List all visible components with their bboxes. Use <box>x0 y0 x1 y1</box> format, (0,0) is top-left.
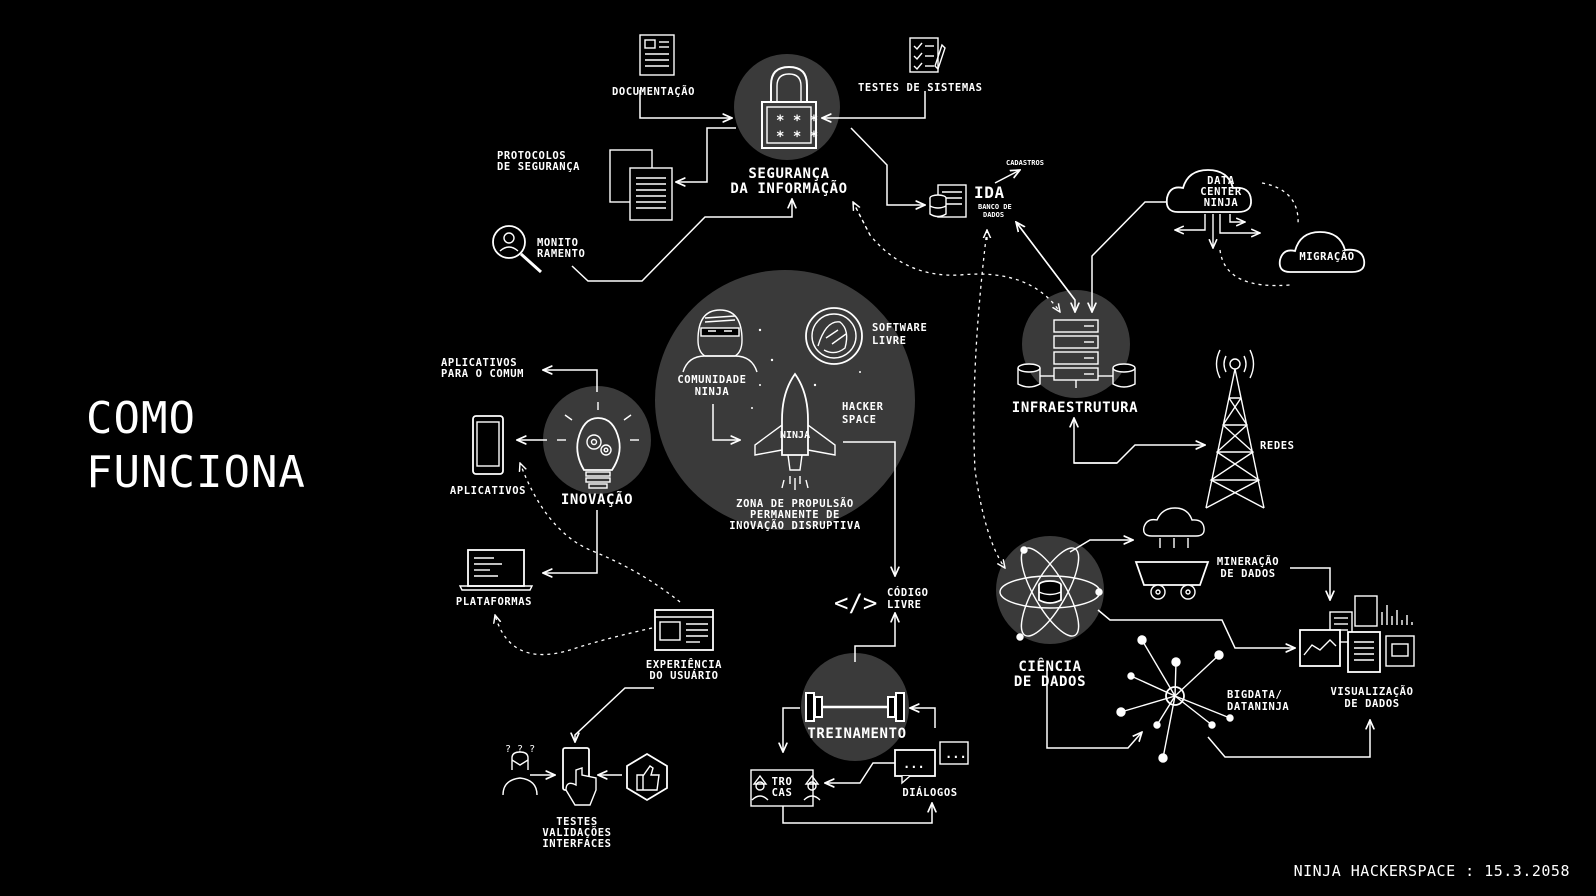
rocket-ninja-icon <box>754 372 836 490</box>
dashboard-charts-icon <box>1299 595 1415 673</box>
label-documentacao: DOCUMENTAÇÃO <box>612 85 695 98</box>
svg-text:...: ... <box>903 757 925 771</box>
diagram-labels: SEGURANÇA DA INFORMAÇÃO INFRAESTRUTURA I… <box>441 82 1413 850</box>
hub-ciencia-line1: CIÊNCIA <box>1018 658 1081 675</box>
center-hub <box>655 270 915 530</box>
label-datacenter-3: NINJA <box>1204 197 1239 209</box>
laptop-icon <box>458 549 534 591</box>
label-testes-validacoes-2: VALIDAÇÕES <box>542 826 611 839</box>
label-trocas-2: CAS <box>772 787 793 799</box>
label-datacenter-2: CENTER <box>1200 186 1242 198</box>
label-monitoramento-2: RAMENTO <box>537 248 585 260</box>
code-icon: </> <box>834 589 877 617</box>
label-visualizacao-2: DE DADOS <box>1344 698 1399 710</box>
ninja-mark-text: NINJA <box>780 430 810 441</box>
center-hacker-1: HACKER <box>842 401 884 413</box>
label-experiencia-1: EXPERIÊNCIA <box>646 658 722 671</box>
page-title: COMO FUNCIONA <box>86 392 306 500</box>
padlock-icon: * * * * * * <box>761 65 818 149</box>
lightbulb-gear-icon <box>557 402 639 489</box>
footer-caption: NINJA HACKERSPACE : 15.3.2058 <box>1293 862 1570 880</box>
label-plataformas: PLATAFORMAS <box>456 596 532 608</box>
user-question-icon: ? ? ? <box>502 744 538 796</box>
label-bigdata-1: BIGDATA/ <box>1227 689 1282 701</box>
software-globe-icon <box>805 307 863 365</box>
connectors <box>495 90 1370 824</box>
exchange-users-icon <box>750 769 821 807</box>
hub-treinamento: TREINAMENTO <box>807 726 906 742</box>
touch-phone-icon <box>562 747 597 806</box>
hub-ciencia-line2: DE DADOS <box>1014 674 1086 690</box>
label-protocolos-1: PROTOCOLOS <box>497 150 566 162</box>
antenna-tower-icon <box>1205 349 1265 509</box>
label-banco-2: DADOS <box>983 211 1004 219</box>
database-icon <box>929 184 967 218</box>
smartphone-icon <box>472 415 504 475</box>
center-software-1: SOFTWARE <box>872 322 927 334</box>
label-banco-1: BANCO DE <box>978 203 1012 211</box>
svg-text:* * *: * * * <box>776 113 818 129</box>
thumbs-up-icon <box>626 752 668 802</box>
center-hacker-2: SPACE <box>842 414 877 426</box>
svg-text:...: ... <box>945 747 967 761</box>
hub-infraestrutura: INFRAESTRUTURA <box>1012 400 1138 416</box>
hub-seguranca-line2: DA INFORMAÇÃO <box>730 180 847 197</box>
network-node-icon <box>1116 635 1234 763</box>
label-mineracao-2: DE DADOS <box>1220 568 1275 580</box>
magnifier-user-icon <box>492 225 543 274</box>
label-testes-validacoes-1: TESTES <box>556 816 598 828</box>
label-codigo-2: LIVRE <box>887 599 922 611</box>
label-monitoramento-1: MONITO <box>537 237 579 249</box>
label-dialogos: DIÁLOGOS <box>902 786 957 799</box>
barbell-icon <box>805 692 905 722</box>
label-aplicativos: APLICATIVOS <box>450 485 526 497</box>
label-datacenter-1: DATA <box>1207 175 1235 187</box>
infraestrutura-hub <box>1022 290 1130 398</box>
svg-text:* * *: * * * <box>776 129 818 145</box>
hub-inovacao: INOVAÇÃO <box>561 491 633 508</box>
hub-seguranca-line1: SEGURANÇA <box>748 166 829 182</box>
svg-text:</>: </> <box>834 589 877 617</box>
mining-cart-icon <box>1134 507 1210 600</box>
label-testes-validacoes-3: INTERFACES <box>542 838 611 850</box>
document-icon <box>639 34 675 76</box>
label-migracao: MIGRAÇÃO <box>1299 250 1354 263</box>
label-cadastros: CADASTROS <box>1006 159 1044 167</box>
ninja-head-icon <box>682 309 758 373</box>
label-ida: IDA <box>974 183 1005 202</box>
center-zona-3: INOVAÇÃO DISRUPTIVA <box>729 519 861 532</box>
documents-stack-icon <box>609 149 673 221</box>
title-line-1: COMO <box>86 393 196 444</box>
center-zona-1: ZONA DE PROPULSÃO <box>736 497 854 510</box>
label-aplicativos-comum-2: PARA O COMUM <box>441 368 524 380</box>
center-software-2: LIVRE <box>872 335 907 347</box>
stars-decor <box>751 328 861 409</box>
center-zona-2: PERMANENTE DE <box>750 509 840 521</box>
svg-text:? ? ?: ? ? ? <box>505 744 535 755</box>
checklist-icon <box>909 37 946 73</box>
label-trocas-1: TRO <box>772 776 793 788</box>
label-redes: REDES <box>1260 440 1295 452</box>
label-aplicativos-comum-1: APLICATIVOS <box>441 357 517 369</box>
svg-text:NINJA: NINJA <box>780 430 810 441</box>
cloud-icon <box>1165 169 1260 248</box>
center-comunidade-1: COMUNIDADE <box>677 374 746 386</box>
label-bigdata-2: DATANINJA <box>1227 701 1289 713</box>
label-experiencia-2: DO USUÁRIO <box>649 669 718 682</box>
migration-cloud-icon <box>1278 231 1366 273</box>
label-mineracao-1: MINERAÇÃO <box>1217 555 1279 568</box>
center-comunidade-2: NINJA <box>695 386 730 398</box>
label-codigo-1: CÓDIGO <box>887 586 929 599</box>
chat-bubbles-icon: ... ... <box>894 741 969 785</box>
atom-database-icon <box>999 546 1103 641</box>
label-visualizacao-1: VISUALIZAÇÃO <box>1330 685 1413 698</box>
ux-window-icon <box>654 609 714 651</box>
label-protocolos-2: DE SEGURANÇA <box>497 161 580 173</box>
server-rack-icon <box>1017 319 1136 388</box>
inovacao-hub <box>543 386 651 494</box>
label-testes-sistemas: TESTES DE SISTEMAS <box>858 82 983 94</box>
title-line-2: FUNCIONA <box>86 447 306 498</box>
